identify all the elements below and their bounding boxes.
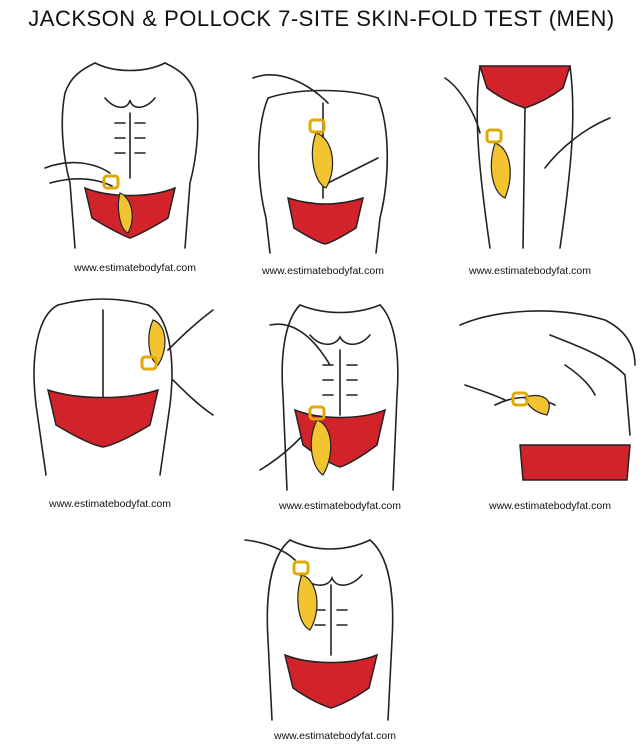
caption-subscapular: www.estimatebodyfat.com	[262, 265, 384, 277]
caption-chest: www.estimatebodyfat.com	[274, 730, 396, 742]
illustration-midaxillary	[455, 305, 640, 495]
illustration-abdomen	[255, 295, 425, 495]
illustration-thigh	[435, 58, 615, 258]
caption-back-side: www.estimatebodyfat.com	[49, 498, 171, 510]
illustration-suprailiac	[40, 58, 220, 258]
caption-thigh: www.estimatebodyfat.com	[469, 265, 591, 277]
page-title: JACKSON & POLLOCK 7-SITE SKIN-FOLD TEST …	[28, 6, 615, 31]
illustration-subscapular	[238, 58, 408, 258]
illustration-back-side	[18, 295, 218, 495]
illustration-chest	[240, 530, 420, 725]
caption-midaxillary: www.estimatebodyfat.com	[489, 500, 611, 512]
caption-suprailiac: www.estimatebodyfat.com	[74, 262, 196, 274]
caption-abdomen: www.estimatebodyfat.com	[279, 500, 401, 512]
